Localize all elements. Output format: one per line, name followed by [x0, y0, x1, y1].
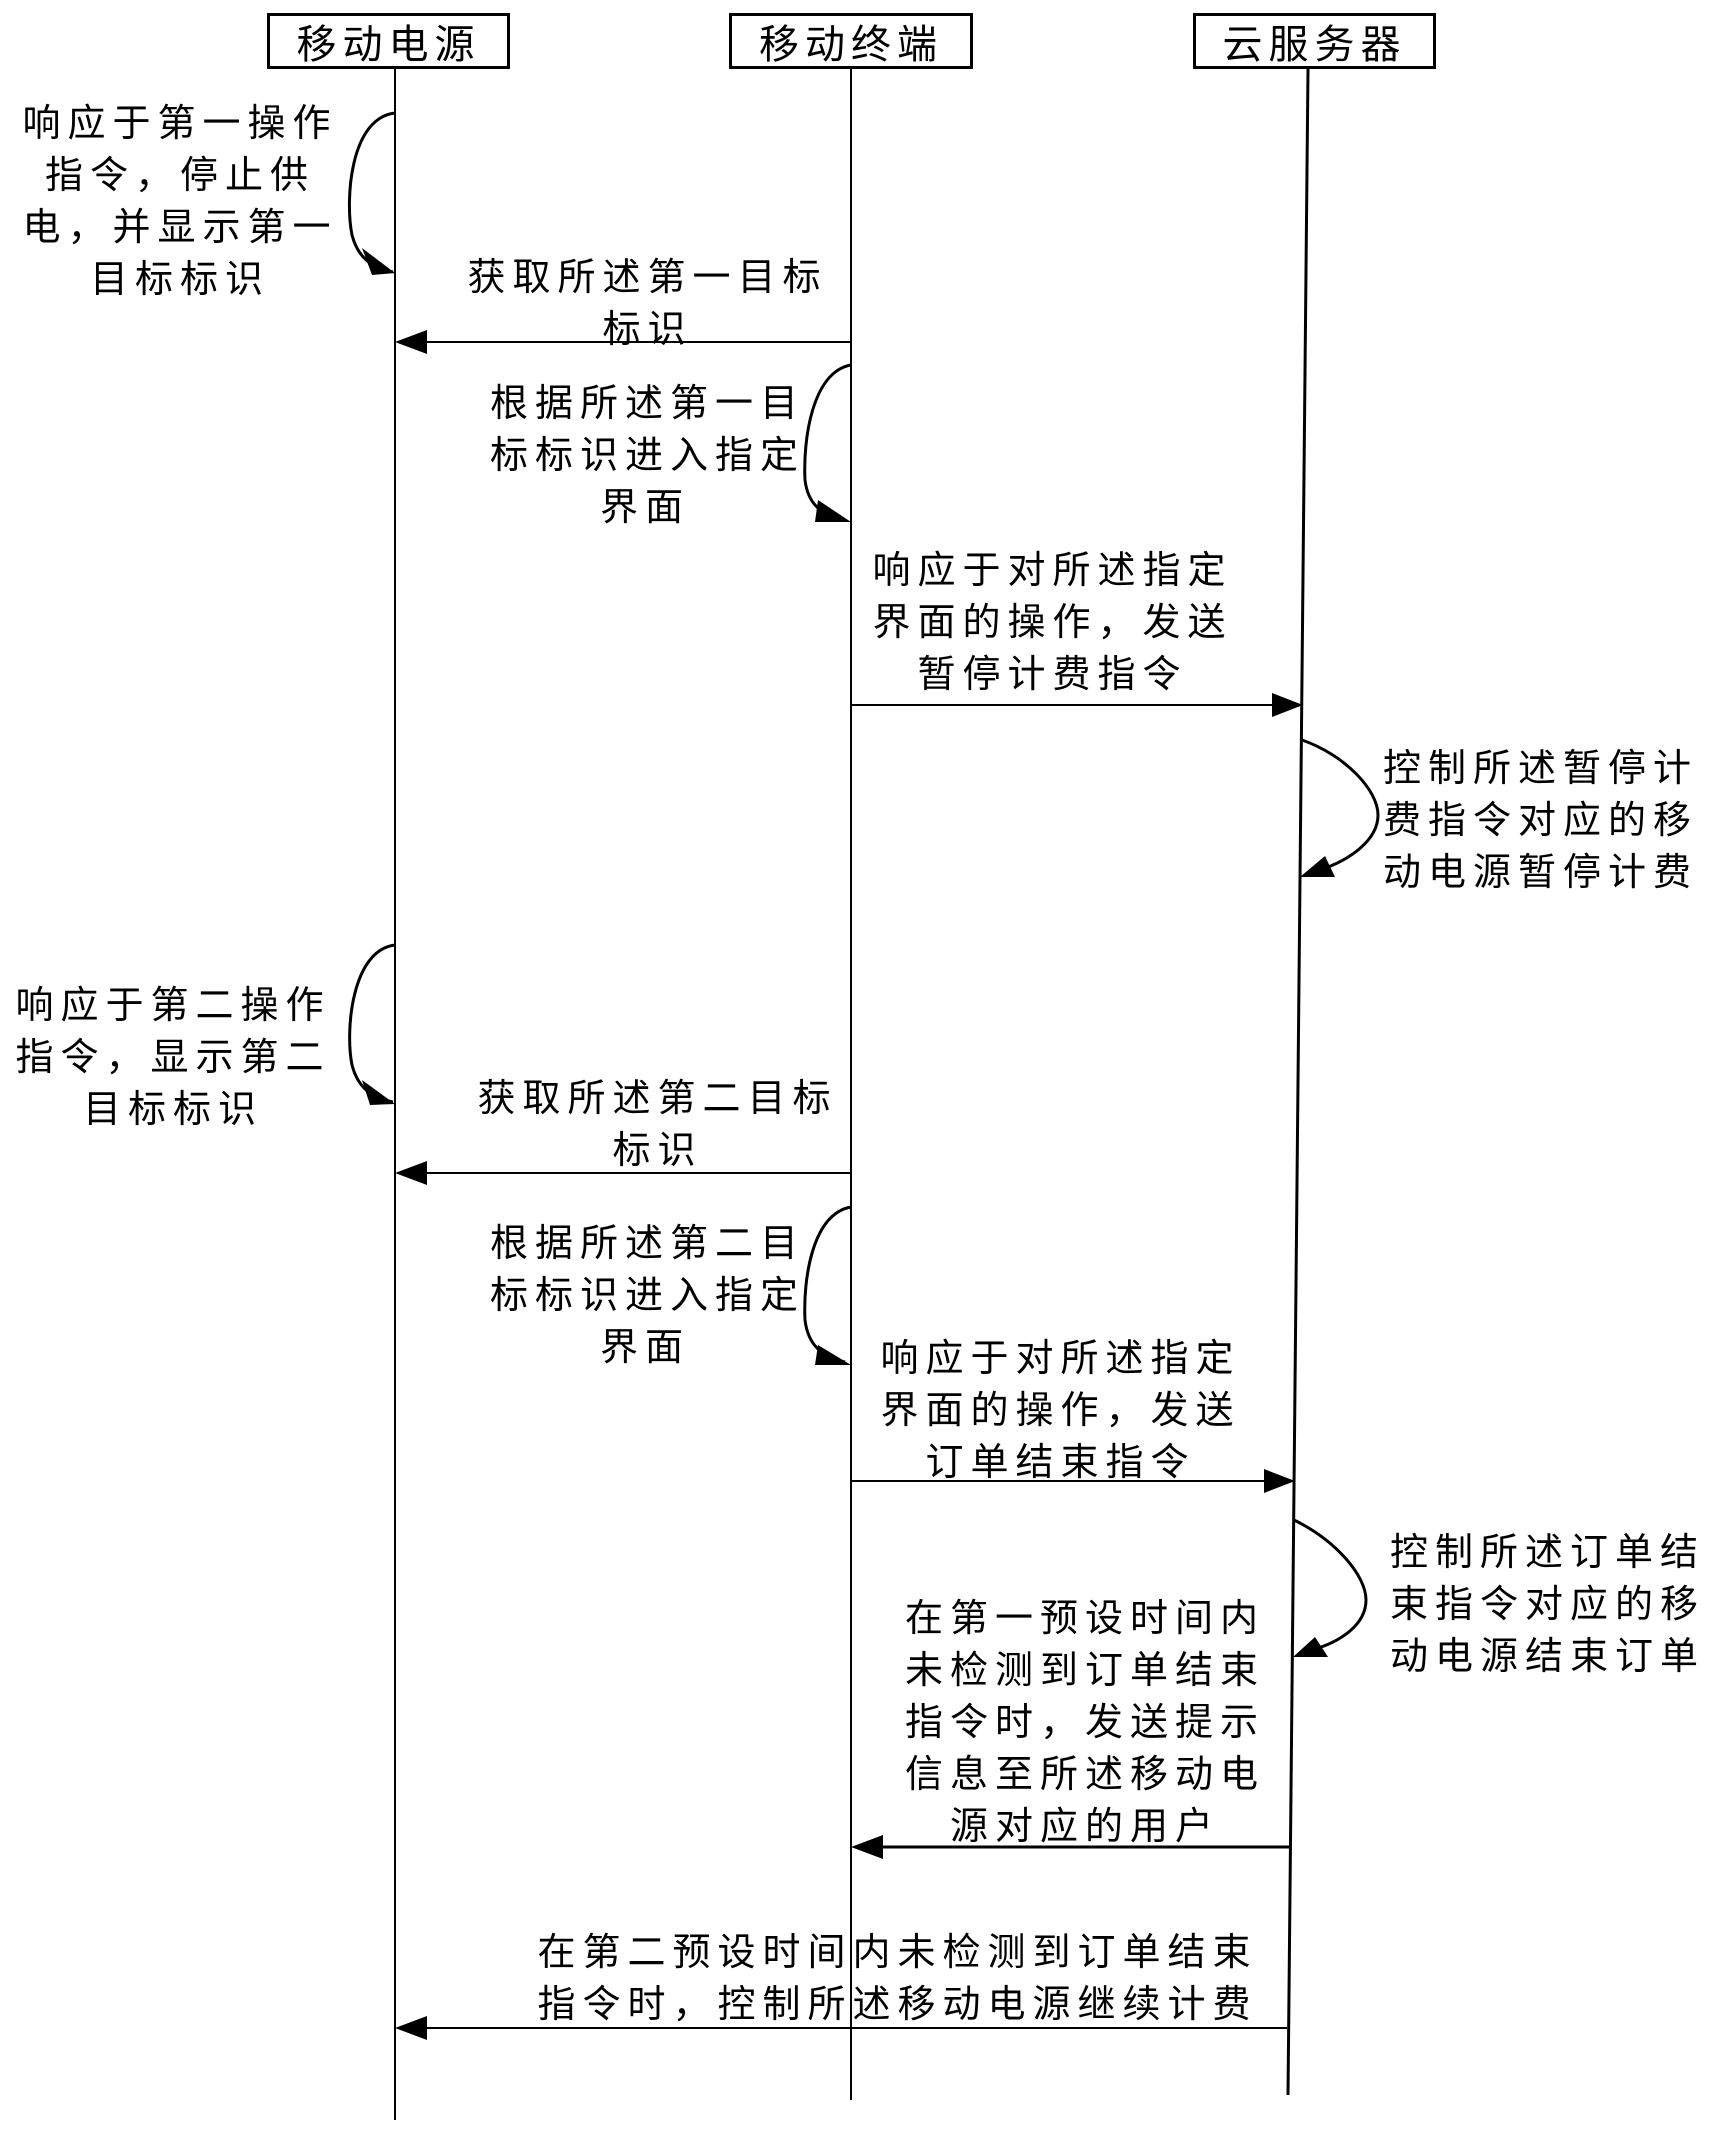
arrowhead: [815, 500, 851, 522]
arrowhead: [362, 1080, 395, 1105]
arrowhead: [1300, 856, 1335, 877]
participant-label: 移动终端: [759, 22, 943, 68]
arrowhead: [362, 248, 395, 275]
label-line: 标识: [602, 307, 693, 351]
label-line: 订单结束指令: [925, 1440, 1196, 1484]
label-line: 目标标识: [89, 257, 270, 301]
participant-mobile-terminal: 移动终端: [729, 13, 973, 69]
label-line: 界面的操作，发送: [880, 1388, 1241, 1432]
label-line: 费指令对应的移: [1383, 798, 1699, 842]
label-line: 获取所述第一目标: [467, 255, 828, 299]
label-line: 指令，停止供: [44, 153, 315, 197]
label-line: 在第一预设时间内: [904, 1596, 1265, 1640]
arrowhead: [815, 1345, 851, 1365]
message-label-enter-interface-1: 根据所述第一目 标标识进入指定 界面: [490, 377, 800, 533]
message-label-stop-power: 响应于第一操作 指令，停止供 电，并显示第一 目标标识: [15, 97, 345, 305]
label-line: 指令时，控制所述移动电源继续计费: [537, 1982, 1258, 2026]
arrowhead: [1272, 693, 1303, 717]
label-line: 电，并显示第一: [22, 205, 338, 249]
label-line: 响应于对所述指定: [880, 1336, 1241, 1380]
message-label-get-second-id: 获取所述第二目标 标识: [465, 1072, 850, 1176]
label-line: 标识: [612, 1128, 703, 1172]
label-line: 未检测到订单结束: [904, 1648, 1265, 1692]
label-line: 界面: [599, 1325, 690, 1369]
label-line: 源对应的用户: [949, 1804, 1220, 1848]
label-line: 暂停计费指令: [917, 652, 1188, 696]
participant-mobile-power: 移动电源: [267, 13, 510, 69]
message-label-continue-billing: 在第二预设时间内未检测到订单结束 指令时，控制所述移动电源继续计费: [530, 1926, 1265, 2030]
message-label-end-order-cmd: 响应于对所述指定 界面的操作，发送 订单结束指令: [868, 1332, 1253, 1488]
label-line: 响应于对所述指定: [872, 548, 1233, 592]
label-line: 响应于第一操作: [22, 101, 338, 145]
message-label-send-reminder: 在第一预设时间内 未检测到订单结束 指令时，发送提示 信息至所述移动电 源对应的…: [895, 1592, 1275, 1852]
label-line: 标标识进入指定: [490, 433, 806, 477]
self-loop-arrow-2: [803, 363, 852, 522]
arrowhead: [851, 1835, 883, 1859]
label-line: 根据所述第一目: [490, 381, 806, 425]
participant-cloud-server: 云服务器: [1193, 13, 1436, 69]
label-line: 获取所述第二目标: [477, 1076, 838, 1120]
label-line: 界面的操作，发送: [872, 600, 1233, 644]
self-loop-arrow-6: [1293, 1518, 1368, 1652]
label-line: 标标识进入指定: [490, 1273, 806, 1317]
label-line: 根据所述第二目: [490, 1221, 806, 1265]
label-line: 束指令对应的移: [1390, 1582, 1706, 1626]
arrowhead: [395, 2016, 427, 2040]
arrowhead: [395, 1161, 427, 1185]
message-label-control-end-order: 控制所述订单结 束指令对应的移 动电源结束订单: [1390, 1526, 1705, 1682]
self-loop-arrow-1: [347, 111, 396, 274]
arrowhead: [395, 330, 427, 354]
label-line: 指令，显示第二: [15, 1035, 331, 1079]
arrowhead: [1264, 1469, 1295, 1493]
label-line: 动电源结束订单: [1390, 1634, 1706, 1678]
label-line: 在第二预设时间内未检测到订单结束: [537, 1930, 1258, 1974]
participant-label: 移动电源: [296, 22, 481, 68]
label-line: 响应于第二操作: [15, 983, 331, 1027]
participant-label: 云服务器: [1222, 22, 1407, 68]
label-line: 动电源暂停计费: [1383, 850, 1699, 894]
message-label-pause-billing-cmd: 响应于对所述指定 界面的操作，发送 暂停计费指令: [860, 544, 1245, 700]
self-loop-arrow-4: [348, 943, 396, 1104]
message-label-display-second-id: 响应于第二操作 指令，显示第二 目标标识: [8, 979, 338, 1135]
arrowhead: [1293, 1637, 1328, 1657]
label-line: 指令时，发送提示: [904, 1700, 1265, 1744]
self-loop-arrow-5: [803, 1205, 852, 1364]
message-label-enter-interface-2: 根据所述第二目 标标识进入指定 界面: [490, 1217, 800, 1373]
message-label-get-first-id: 获取所述第一目标 标识: [455, 251, 840, 355]
label-line: 控制所述暂停计: [1383, 746, 1699, 790]
self-loop-arrow-3: [1301, 738, 1380, 872]
label-line: 目标标识: [82, 1087, 263, 1131]
message-label-control-pause: 控制所述暂停计 费指令对应的移 动电源暂停计费: [1383, 742, 1698, 898]
label-line: 控制所述订单结: [1390, 1530, 1706, 1574]
lifeline-cloud: [1286, 68, 1310, 2096]
label-line: 信息至所述移动电: [904, 1752, 1265, 1796]
label-line: 界面: [599, 485, 690, 529]
